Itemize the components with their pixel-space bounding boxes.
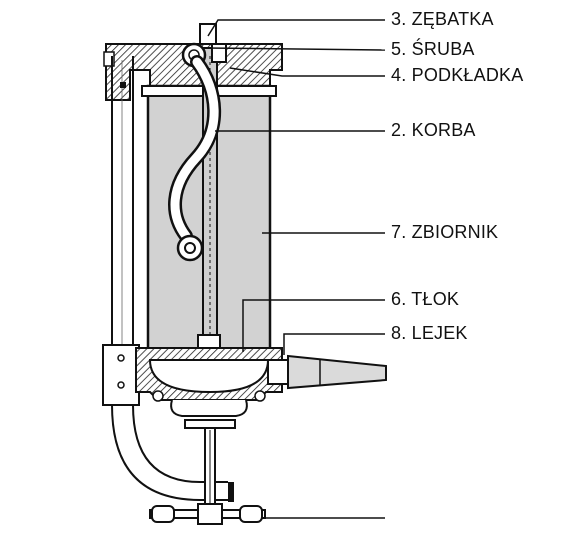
crank <box>168 55 222 262</box>
label-podkladka: 4. PODKŁADKA <box>391 65 524 85</box>
leader-lines <box>204 19 386 519</box>
gear-and-screw <box>181 23 227 68</box>
label-lejek: 8. LEJEK <box>391 323 468 343</box>
label-sruba: 5. ŚRUBA <box>391 39 475 59</box>
label-korba: 2. KORBA <box>391 120 476 140</box>
label-tlok: 6. TŁOK <box>391 289 460 309</box>
frame-clamp <box>102 344 140 406</box>
leader-sruba <box>204 47 386 51</box>
side-frame <box>111 56 234 502</box>
leader-lejek <box>283 333 385 355</box>
screw-stand <box>149 419 266 525</box>
funnel <box>267 354 387 390</box>
leader-tlok <box>242 299 385 352</box>
label-zbiornik: 7. ZBIORNIK <box>391 222 499 242</box>
bottom-housing <box>135 347 283 417</box>
leader-podkladka <box>229 67 385 77</box>
leader-zebatka <box>207 19 385 37</box>
label-zebatka: 3. ZĘBATKA <box>391 9 494 29</box>
